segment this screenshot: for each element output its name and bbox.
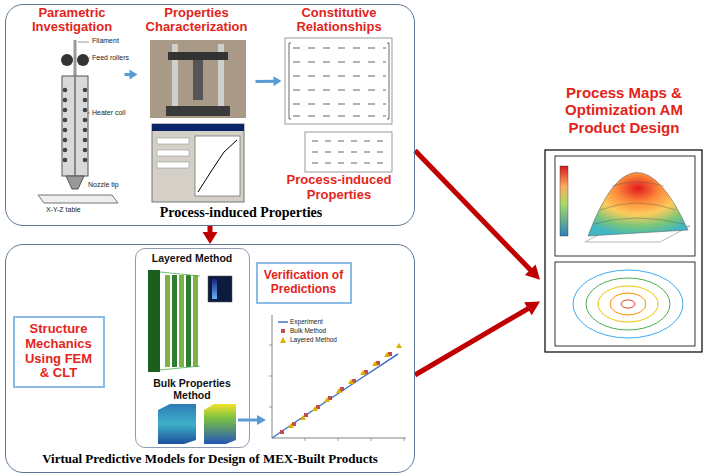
layered-model <box>148 270 232 372</box>
arrow-shaft <box>415 307 532 375</box>
box-label: Verification of Predictions <box>261 269 347 297</box>
legend-marker <box>281 329 285 333</box>
flow-arrow <box>203 226 218 244</box>
bulk-to-chart-arrow <box>238 415 266 425</box>
step-block: Process-induced Properties <box>282 128 397 203</box>
arrow-head <box>524 302 540 316</box>
legend-sample <box>278 327 288 335</box>
method-label: Layered Method <box>138 252 247 264</box>
process-map-figure <box>545 150 702 352</box>
group-panel: Virtual Predictive Models for Design of … <box>5 244 415 473</box>
flow-arrow <box>256 76 282 86</box>
arrow-head <box>273 76 281 86</box>
software-screenshot <box>152 124 244 202</box>
arrow-head <box>203 232 218 244</box>
part-label: Filament <box>92 37 119 45</box>
flow-arrow <box>125 70 138 80</box>
part-label: Nozzle tip <box>88 181 119 189</box>
result-block: Process Maps & Optimization AM Product D… <box>540 84 708 356</box>
step-label: Process-induced Properties <box>282 173 397 203</box>
panel-heading: Process-induced Properties <box>116 205 366 221</box>
legend-marker <box>278 321 288 323</box>
step-block: Properties Characterization <box>138 6 256 206</box>
method-label: Bulk Properties Method <box>138 377 247 401</box>
test-machine-photo <box>150 40 246 118</box>
bulk-model <box>158 404 236 444</box>
process-box: Structure Mechanics Using FEM & CLT <box>13 316 105 388</box>
legend-sample <box>278 318 288 326</box>
result-label: Process Maps & Optimization AM Product D… <box>540 84 708 136</box>
matrix-sheet <box>285 38 392 172</box>
process-box: Verification of Predictions <box>256 262 352 304</box>
legend-marker <box>280 337 286 343</box>
arrow-head <box>129 70 137 80</box>
legend-sample <box>278 336 288 344</box>
step-label: Properties Characterization <box>138 6 256 36</box>
part-label: X-Y-Z table <box>46 206 81 214</box>
arrow-shaft <box>415 151 533 273</box>
extruder-drawing <box>38 40 118 203</box>
step-label: Constitutive Relationships <box>282 6 397 36</box>
step-block: Constitutive Relationships <box>282 6 397 126</box>
step-label: Parametric Investigation <box>20 6 125 36</box>
stress-strain-chart <box>269 315 406 441</box>
part-label: Heater coil <box>92 109 125 117</box>
panel-heading: Virtual Predictive Models for Design of … <box>10 452 410 467</box>
legend-label: Layered Method <box>290 336 337 344</box>
part-label: Feed rollers <box>92 54 129 62</box>
flow-arrow <box>415 151 540 280</box>
group-panel: Process-induced Properties Parametric Inv… <box>5 4 415 226</box>
legend-label: Bulk Method <box>290 327 326 335</box>
arrow-head <box>525 265 540 280</box>
box-label: Structure Mechanics Using FEM & CLT <box>19 322 99 382</box>
legend-label: Experiment <box>290 318 323 326</box>
flow-arrow <box>415 302 540 375</box>
arrow-shaft <box>256 80 276 83</box>
method-group: Layered MethodBulk Properties Method <box>135 248 250 448</box>
